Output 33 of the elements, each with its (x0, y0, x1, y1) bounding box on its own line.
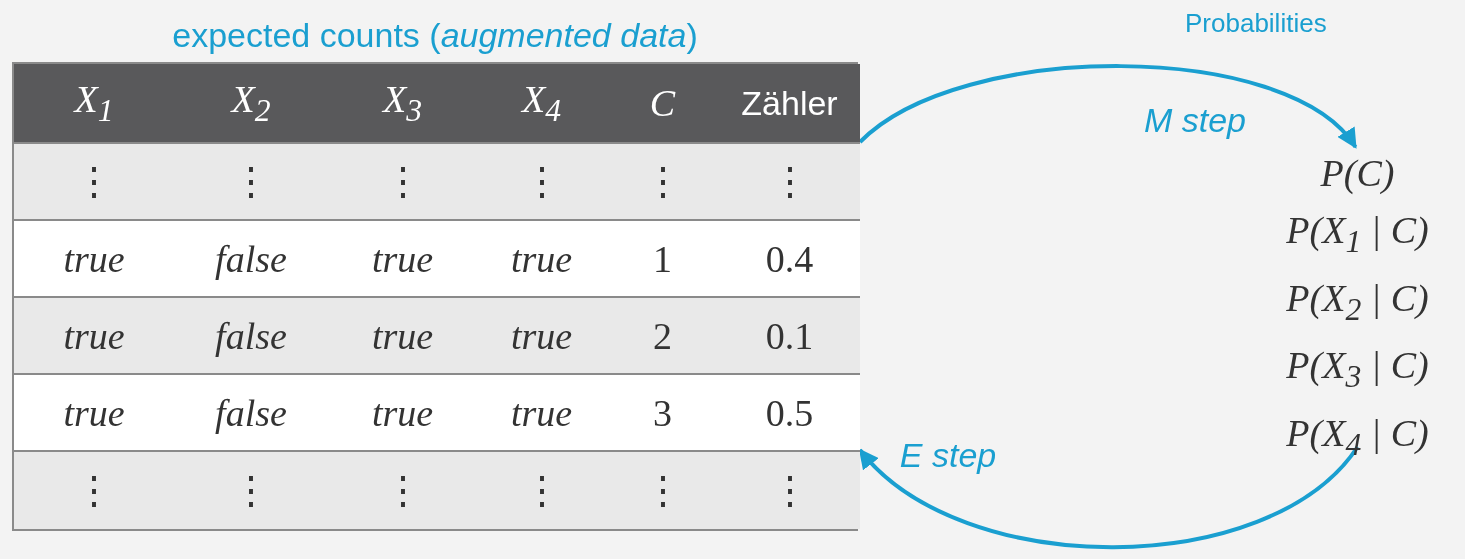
table-cell: ⋮ (477, 452, 606, 529)
table-cell: ⋮ (174, 452, 328, 529)
formula: P(C) (1320, 151, 1395, 196)
formula: P(X$_{1}$ | C) (1286, 208, 1429, 261)
formula: P(X$_{2}$ | C) (1286, 275, 1429, 329)
column-header: X$_{4}$ (477, 64, 606, 144)
formula: P(X$_{4}$ | C) (1286, 410, 1429, 464)
table-cell: true (14, 298, 174, 375)
table-cell: true (328, 298, 477, 375)
table-cell: ⋮ (14, 452, 174, 529)
table-cell: ⋮ (174, 144, 328, 221)
table-cell: ⋮ (606, 144, 719, 221)
table-cell: ⋮ (14, 144, 174, 221)
table-cell: 0.4 (719, 221, 860, 298)
table-cell: true (477, 298, 606, 375)
table-cell: 2 (606, 298, 719, 375)
table-cell: ⋮ (719, 452, 860, 529)
table-cell: ⋮ (328, 144, 477, 221)
formula: P(X$_{3}$ | C) (1286, 343, 1429, 396)
table-cell: ⋮ (328, 452, 477, 529)
column-header: C (606, 64, 719, 144)
table-title: expected counts (augmented data) (171, 15, 699, 56)
table-cell: ⋮ (477, 144, 606, 221)
column-header: X$_{2}$ (174, 64, 328, 144)
table-cell: 0.1 (719, 298, 860, 375)
column-header: Zähler (719, 64, 860, 144)
table-cell: ⋮ (606, 452, 719, 529)
column-header: X$_{3}$ (328, 64, 477, 144)
table-cell: ⋮ (719, 144, 860, 221)
section-label: Probabilities (1185, 8, 1327, 39)
table-cell: 0.5 (719, 375, 860, 452)
table-cell: false (174, 298, 328, 375)
column-header: X$_{1}$ (14, 64, 174, 144)
